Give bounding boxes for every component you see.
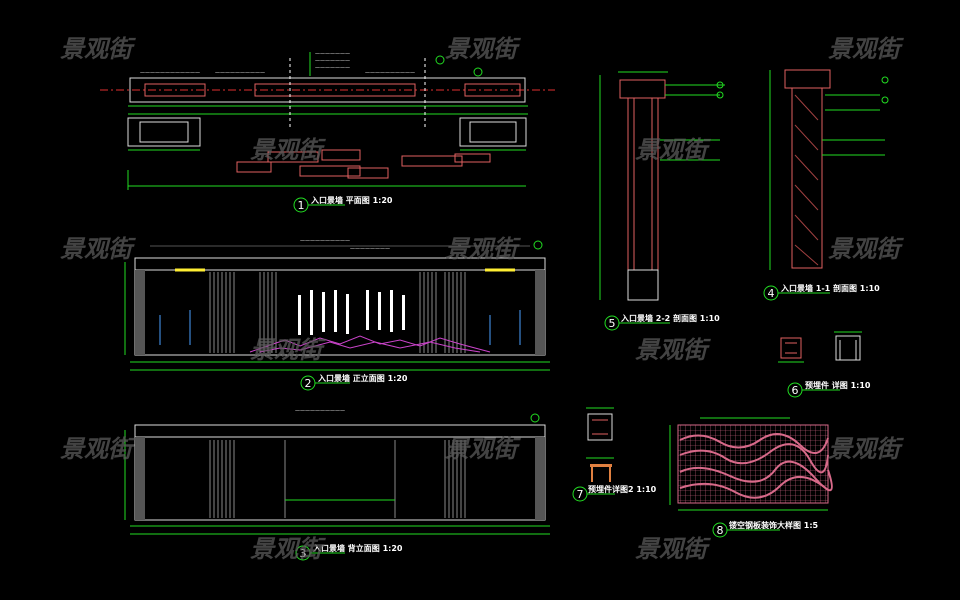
svg-text:———————: ——————— bbox=[315, 65, 350, 71]
watermark: 景观街 bbox=[445, 35, 521, 63]
watermark: 景观街 bbox=[635, 136, 711, 164]
watermark: 景观街 bbox=[60, 435, 136, 463]
svg-text:3: 3 bbox=[300, 547, 307, 560]
svg-text:预埋件详图2 1:10: 预埋件详图2 1:10 bbox=[588, 484, 657, 494]
svg-text:————————: ———————— bbox=[350, 246, 390, 252]
svg-text:5: 5 bbox=[609, 317, 616, 330]
watermark: 景观街 bbox=[635, 336, 711, 364]
watermark: 景观街 bbox=[445, 435, 521, 463]
watermark: 景观街 bbox=[828, 35, 904, 63]
svg-text:入口景墙 背立面图 1:20: 入口景墙 背立面图 1:20 bbox=[312, 543, 403, 553]
svg-text:镂空钢板装饰大样图 1:5: 镂空钢板装饰大样图 1:5 bbox=[729, 520, 819, 530]
view-label-1: 1 入口景墙 平面图 1:20 bbox=[293, 195, 393, 213]
svg-text:——————————: —————————— bbox=[365, 70, 415, 76]
svg-text:2: 2 bbox=[305, 377, 312, 390]
svg-text:——————————: —————————— bbox=[300, 238, 350, 244]
watermark: 景观街 bbox=[635, 535, 711, 563]
svg-text:———————: ——————— bbox=[315, 51, 350, 57]
embedded-part-detail-2-view bbox=[586, 407, 614, 482]
watermarks: 景观街 景观街 景观街 景观街 景观街 景观街 景观街 景观街 景观街 景观街 … bbox=[60, 35, 904, 563]
back-elevation-view: —————————— bbox=[124, 408, 550, 535]
svg-text:入口景墙 平面图 1:20: 入口景墙 平面图 1:20 bbox=[310, 195, 393, 205]
svg-text:————————————: ———————————— bbox=[140, 70, 200, 76]
section-2-2-view bbox=[599, 71, 725, 301]
watermark: 景观街 bbox=[445, 235, 521, 263]
svg-text:7: 7 bbox=[577, 488, 584, 501]
view-label-6: 6 预埋件 详图 1:10 bbox=[787, 380, 871, 398]
view-label-4: 4 入口景墙 1-1 剖面图 1:10 bbox=[763, 283, 880, 301]
svg-text:8: 8 bbox=[717, 524, 724, 537]
front-elevation-view: —————————————————— bbox=[124, 238, 550, 371]
svg-text:6: 6 bbox=[792, 384, 799, 397]
view-label-8: 8 镂空钢板装饰大样图 1:5 bbox=[712, 520, 819, 538]
view-label-7: 7 预埋件详图2 1:10 bbox=[572, 484, 657, 502]
watermark: 景观街 bbox=[60, 35, 136, 63]
svg-text:入口景墙 1-1 剖面图 1:10: 入口景墙 1-1 剖面图 1:10 bbox=[780, 283, 880, 293]
svg-text:预埋件 详图 1:10: 预埋件 详图 1:10 bbox=[805, 380, 871, 390]
watermark: 景观街 bbox=[828, 435, 904, 463]
perforated-steel-plate-detail-view bbox=[669, 417, 833, 511]
svg-text:入口景墙 正立面图 1:20: 入口景墙 正立面图 1:20 bbox=[317, 373, 408, 383]
svg-text:1: 1 bbox=[298, 199, 305, 212]
svg-text:———————: ——————— bbox=[315, 58, 350, 64]
watermark: 景观街 bbox=[250, 136, 326, 164]
svg-text:入口景墙 2-2 剖面图 1:10: 入口景墙 2-2 剖面图 1:10 bbox=[620, 313, 720, 323]
view-label-2: 2 入口景墙 正立面图 1:20 bbox=[300, 373, 408, 391]
watermark: 景观街 bbox=[828, 235, 904, 263]
watermark: 景观街 bbox=[250, 535, 326, 563]
plan-view: ————————————————————— ——————————————————… bbox=[100, 51, 555, 190]
embedded-part-detail-view bbox=[778, 331, 862, 363]
section-1-1-view bbox=[769, 69, 889, 270]
view-label-3: 3 入口景墙 背立面图 1:20 bbox=[295, 543, 403, 561]
view-label-5: 5 入口景墙 2-2 剖面图 1:10 bbox=[604, 313, 720, 331]
svg-text:4: 4 bbox=[768, 287, 775, 300]
svg-text:——————————: —————————— bbox=[295, 408, 345, 414]
watermark: 景观街 bbox=[250, 336, 326, 364]
watermark: 景观街 bbox=[60, 235, 136, 263]
svg-text:——————————: —————————— bbox=[215, 70, 265, 76]
